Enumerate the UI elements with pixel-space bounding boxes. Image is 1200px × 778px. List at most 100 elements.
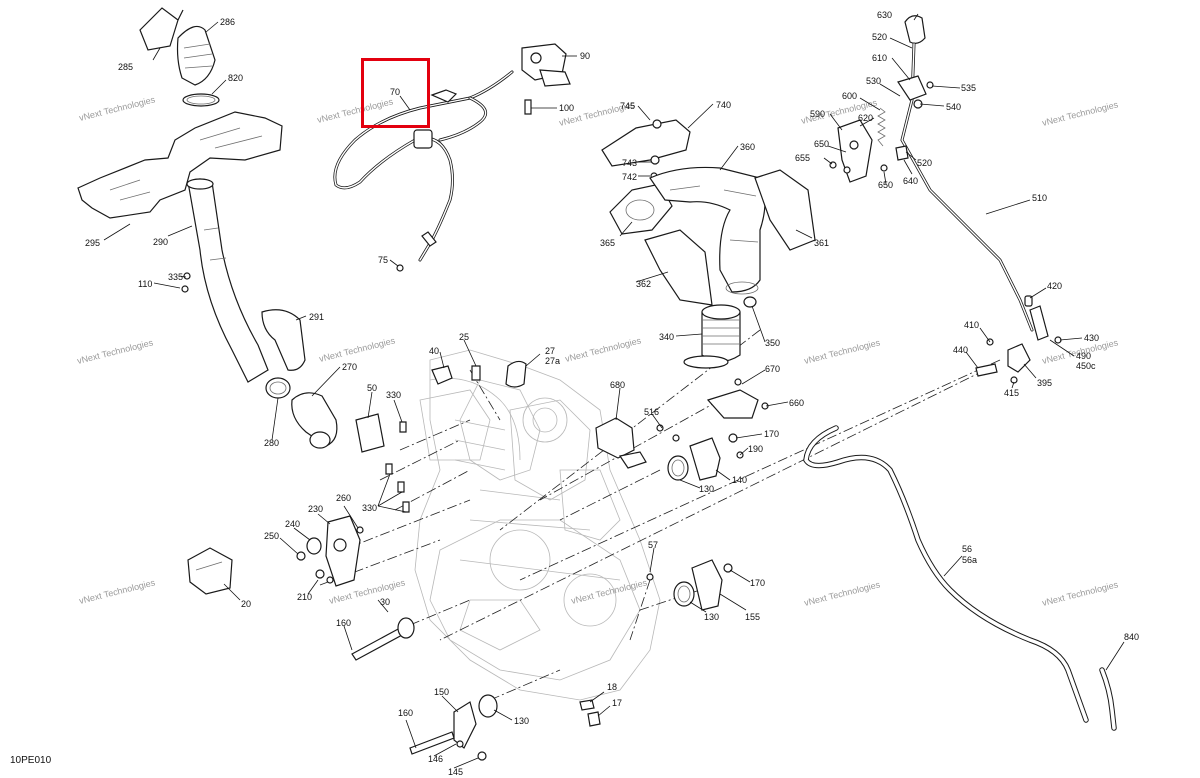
- callout-450c[interactable]: 450c: [1076, 361, 1096, 371]
- callout-590[interactable]: 590: [810, 109, 825, 119]
- figure-code: 10PE010: [10, 755, 52, 766]
- watermark: vNext Technologies: [803, 579, 881, 608]
- watermark: vNext Technologies: [803, 337, 881, 366]
- callout-430[interactable]: 430: [1084, 333, 1099, 343]
- callout-520[interactable]: 520: [917, 158, 932, 168]
- intake-assembly: [77, 7, 338, 449]
- callout-56a[interactable]: 56a: [962, 555, 977, 565]
- callout-490[interactable]: 490: [1076, 351, 1091, 361]
- callout-610[interactable]: 610: [872, 53, 887, 63]
- callout-743[interactable]: 743: [622, 158, 637, 168]
- callout-420[interactable]: 420: [1047, 281, 1062, 291]
- callout-620[interactable]: 620: [858, 113, 873, 123]
- callout-655[interactable]: 655: [795, 153, 810, 163]
- part-291: [261, 309, 306, 371]
- callout-130[interactable]: 130: [514, 716, 529, 726]
- callout-415[interactable]: 415: [1004, 388, 1019, 398]
- callout-230[interactable]: 230: [308, 504, 323, 514]
- callout-540[interactable]: 540: [946, 102, 961, 112]
- callout-520[interactable]: 520: [872, 32, 887, 42]
- callout-56[interactable]: 56: [962, 544, 972, 554]
- callout-820[interactable]: 820: [228, 73, 243, 83]
- callout-291[interactable]: 291: [309, 312, 324, 322]
- callout-361[interactable]: 361: [814, 238, 829, 248]
- callout-660[interactable]: 660: [789, 398, 804, 408]
- part-360: [649, 166, 766, 293]
- part-362: [644, 229, 713, 306]
- callout-240[interactable]: 240: [285, 519, 300, 529]
- callout-50[interactable]: 50: [367, 383, 377, 393]
- callout-630[interactable]: 630: [877, 10, 892, 20]
- part-290: [187, 178, 269, 383]
- callout-145[interactable]: 145: [448, 767, 463, 777]
- callout-17[interactable]: 17: [612, 698, 622, 708]
- callout-650[interactable]: 650: [878, 180, 893, 190]
- callout-680[interactable]: 680: [610, 380, 625, 390]
- callout-395[interactable]: 395: [1037, 378, 1052, 388]
- callout-286[interactable]: 286: [220, 17, 235, 27]
- callout-365[interactable]: 365: [600, 238, 615, 248]
- callout-335[interactable]: 335: [168, 272, 183, 282]
- callout-27a[interactable]: 27a: [545, 356, 560, 366]
- callout-57[interactable]: 57: [648, 540, 658, 550]
- callout-516[interactable]: 516: [644, 407, 659, 417]
- callout-840[interactable]: 840: [1124, 632, 1139, 642]
- callout-130[interactable]: 130: [699, 484, 714, 494]
- callout-170[interactable]: 170: [764, 429, 779, 439]
- callout-70[interactable]: 70: [390, 87, 400, 97]
- callout-280[interactable]: 280: [264, 438, 279, 448]
- callout-140[interactable]: 140: [732, 475, 747, 485]
- callout-330[interactable]: 330: [362, 503, 377, 513]
- callout-600[interactable]: 600: [842, 91, 857, 101]
- callout-260[interactable]: 260: [336, 493, 351, 503]
- callout-745[interactable]: 745: [620, 101, 635, 111]
- callout-150[interactable]: 150: [434, 687, 449, 697]
- part-630: [904, 15, 926, 44]
- callout-295[interactable]: 295: [85, 238, 100, 248]
- part-160-lower: [409, 731, 455, 755]
- callout-640[interactable]: 640: [903, 176, 918, 186]
- callout-18[interactable]: 18: [607, 682, 617, 692]
- part-27: [505, 360, 527, 388]
- callout-146[interactable]: 146: [428, 754, 443, 764]
- part-660: [706, 389, 759, 419]
- callout-410[interactable]: 410: [964, 320, 979, 330]
- callout-350[interactable]: 350: [765, 338, 780, 348]
- callout-25[interactable]: 25: [459, 332, 469, 342]
- callout-20[interactable]: 20: [241, 599, 251, 609]
- callout-160[interactable]: 160: [336, 618, 351, 628]
- part-57: [646, 573, 654, 581]
- callout-270[interactable]: 270: [342, 362, 357, 372]
- callout-330[interactable]: 330: [386, 390, 401, 400]
- callout-530[interactable]: 530: [866, 76, 881, 86]
- callout-650[interactable]: 650: [814, 139, 829, 149]
- callout-510[interactable]: 510: [1032, 193, 1047, 203]
- callout-160[interactable]: 160: [398, 708, 413, 718]
- callout-30[interactable]: 30: [380, 597, 390, 607]
- callout-250[interactable]: 250: [264, 531, 279, 541]
- callout-340[interactable]: 340: [659, 332, 674, 342]
- callout-40[interactable]: 40: [429, 346, 439, 356]
- callout-362[interactable]: 362: [636, 279, 651, 289]
- callout-285[interactable]: 285: [118, 62, 133, 72]
- callout-130[interactable]: 130: [704, 612, 719, 622]
- callout-75[interactable]: 75: [378, 255, 388, 265]
- callout-360[interactable]: 360: [740, 142, 755, 152]
- callout-535[interactable]: 535: [961, 83, 976, 93]
- callout-670[interactable]: 670: [765, 364, 780, 374]
- callout-110[interactable]: 110: [138, 279, 152, 289]
- callout-440[interactable]: 440: [953, 345, 968, 355]
- callout-210[interactable]: 210: [297, 592, 312, 602]
- callout-27[interactable]: 27: [545, 346, 555, 356]
- callout-90[interactable]: 90: [580, 51, 590, 61]
- callout-155[interactable]: 155: [745, 612, 760, 622]
- part-740: [601, 119, 691, 167]
- callout-290[interactable]: 290: [153, 237, 168, 247]
- callout-742[interactable]: 742: [622, 172, 637, 182]
- callout-170[interactable]: 170: [750, 578, 765, 588]
- callout-740[interactable]: 740: [716, 100, 731, 110]
- callout-100[interactable]: 100: [559, 103, 574, 113]
- part-18: [579, 699, 595, 711]
- part-25: [471, 365, 481, 381]
- callout-190[interactable]: 190: [748, 444, 763, 454]
